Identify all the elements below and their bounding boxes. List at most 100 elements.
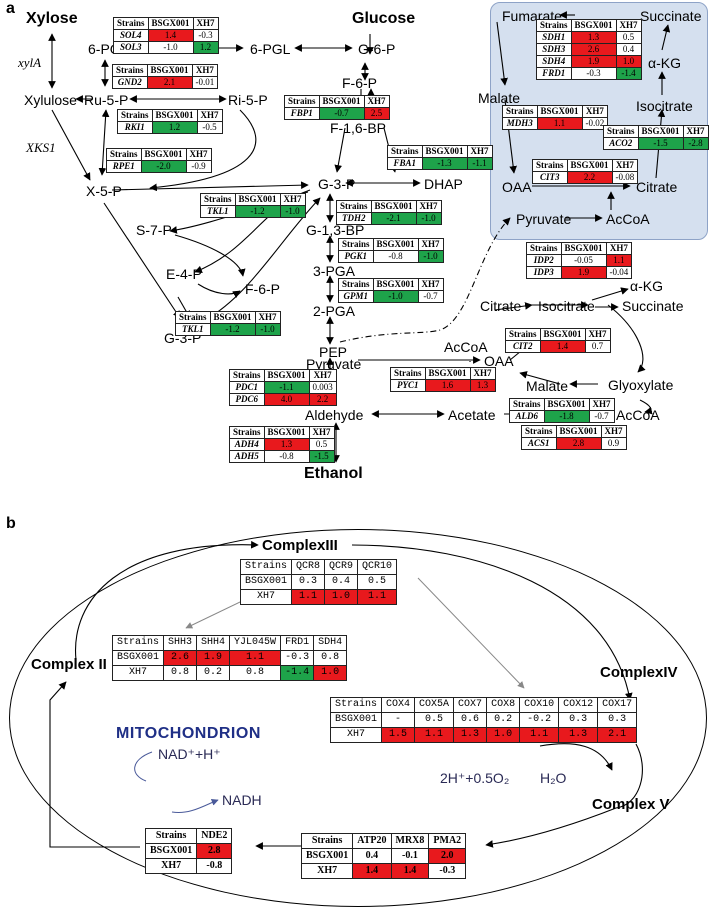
- table-header-cell: BSGX001: [370, 200, 417, 213]
- table-header-cell: BSGX001: [318, 95, 365, 108]
- table-header-cell: Strains: [509, 398, 545, 411]
- table-header-cell: BSGX001: [263, 369, 310, 382]
- table-header-cell: BSGX001: [146, 64, 193, 77]
- gene-name-cell: CIT2: [505, 340, 541, 353]
- table-header-cell: XH7: [191, 64, 219, 77]
- table-header-cell: BSGX001: [555, 425, 602, 438]
- value-cell: 2.8: [555, 437, 602, 450]
- metabolite-x5p: X-5-P: [86, 183, 122, 199]
- metabolite-pyruvate-mito: Pyruvate: [516, 211, 572, 227]
- table-header-cell: Strains: [387, 145, 423, 158]
- table-row: ADH5-0.8-1.5: [229, 450, 335, 463]
- gene-name-cell: GND2: [112, 76, 148, 89]
- table-header-cell: BSGX001: [147, 17, 194, 30]
- table-row: TDH2-2.1-1.0: [336, 212, 442, 225]
- metabolite-pyruvate: Pyruvate: [306, 356, 362, 372]
- metabolite-pep: PEP: [319, 344, 348, 360]
- gene-name-cell: GPM1: [338, 290, 374, 303]
- metabolite-succinate-mito: Succinate: [640, 8, 702, 24]
- strain-name-cell: BSGX001: [300, 848, 354, 864]
- strain-name-cell: BSGX001: [239, 574, 293, 590]
- strain-name-cell: XH7: [239, 589, 293, 605]
- gene-name-cell: RKI1: [117, 121, 153, 134]
- table-header-cell: COX10: [519, 697, 560, 713]
- metabolite-citrate-glyox: Citrate: [480, 298, 522, 314]
- value-cell: -2.0: [140, 160, 187, 173]
- value-cell: 1.0: [615, 55, 642, 68]
- value-cell: 0.5: [414, 712, 455, 728]
- table-header-cell: BSGX001: [372, 278, 419, 291]
- value-cell: 0.6: [453, 712, 488, 728]
- metabolite-ri5p: Ri-5-P: [228, 92, 268, 108]
- metabolite-6pgl-right: 6-PGL: [250, 41, 291, 57]
- value-cell: 0.7: [584, 340, 611, 353]
- table-header-cell: BSGX001: [140, 148, 187, 161]
- panel-b-label: b: [6, 515, 16, 532]
- table-header-cell: XH7: [308, 369, 337, 382]
- table-header-cell: BSGX001: [263, 426, 310, 439]
- value-cell: 1.5: [381, 727, 416, 743]
- value-cell: 2.2: [566, 171, 613, 184]
- table-header-cell: Strains: [200, 193, 236, 206]
- gene-name-cell: FBA1: [387, 157, 423, 170]
- value-cell: -0.04: [605, 266, 633, 279]
- gene-name-cell: ACS1: [521, 437, 557, 450]
- gene-name-cell: SOL4: [113, 29, 149, 42]
- reaction-right-label: H₂O: [540, 770, 567, 786]
- value-cell: 0.9: [600, 437, 627, 450]
- value-cell: 0.8: [229, 665, 282, 681]
- value-cell: -1.2: [209, 323, 256, 336]
- value-cell: -: [381, 712, 416, 728]
- value-cell: -0.02: [581, 117, 609, 130]
- value-cell: 1.9: [560, 266, 607, 279]
- value-cell: -1.1: [263, 381, 310, 394]
- table-header-cell: COX4: [381, 697, 416, 713]
- table-header-cell: XH7: [196, 109, 223, 122]
- complex-iii-label: ComplexIII: [262, 537, 338, 554]
- table-header-cell: COX7: [453, 697, 488, 713]
- table-header-cell: BSGX001: [234, 193, 281, 206]
- value-cell: -1.1: [466, 157, 493, 170]
- metabolite-acoa-mito: AcCoA: [606, 211, 650, 227]
- value-cell: -1.2: [234, 205, 281, 218]
- table-row: TKL1-1.2-1.0: [175, 323, 281, 336]
- value-cell: -1.0: [254, 323, 281, 336]
- table-row: GPM1-1.0-0.7: [338, 290, 444, 303]
- gene-name-cell: SDH3: [536, 43, 572, 56]
- table-header-cell: XH7: [192, 17, 219, 30]
- table-header-cell: Strains: [536, 19, 572, 32]
- value-cell: -0.5: [196, 121, 223, 134]
- table-header-cell: Strains: [175, 311, 211, 324]
- value-cell: 1.4: [352, 863, 392, 879]
- value-cell: 1.2: [192, 41, 219, 54]
- value-cell: 1.4: [147, 29, 194, 42]
- metabolite-g6p: G-6-P: [358, 41, 396, 57]
- table-header-cell: YJL045W: [229, 635, 282, 651]
- gene-name-cell: SDH4: [536, 55, 572, 68]
- metabolite-akg-mito: α-KG: [648, 55, 681, 71]
- gene-name-cell: IDP3: [526, 266, 562, 279]
- complex-v-label: Complex V: [592, 796, 670, 813]
- table-header-cell: BSGX001: [566, 159, 613, 172]
- table-row: FRD1-0.3-1.4: [536, 67, 642, 80]
- strain-name-cell: XH7: [111, 665, 165, 681]
- table-header-cell: XH7: [581, 105, 609, 118]
- table-header-cell: BSGX001: [421, 145, 468, 158]
